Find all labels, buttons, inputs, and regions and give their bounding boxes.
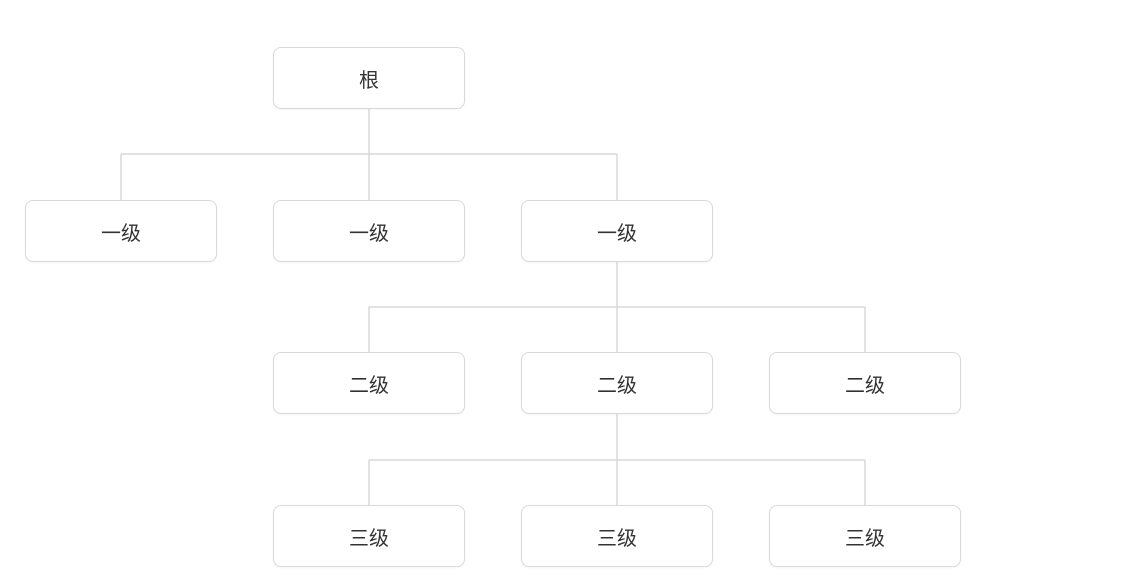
tree-node-level3-1[interactable]: 三级 bbox=[273, 505, 465, 567]
tree-node-label: 根 bbox=[359, 69, 379, 92]
tree-node-label: 三级 bbox=[349, 527, 389, 550]
tree-node-level2-3[interactable]: 二级 bbox=[769, 352, 961, 414]
tree-node-label: 二级 bbox=[349, 374, 389, 397]
tree-node-level1-1[interactable]: 一级 bbox=[25, 200, 217, 262]
connector-root-to-level1 bbox=[120, 109, 618, 200]
tree-node-level1-2[interactable]: 一级 bbox=[273, 200, 465, 262]
tree-node-label: 一级 bbox=[101, 222, 141, 245]
tree-node-root[interactable]: 根 bbox=[273, 47, 465, 109]
tree-node-label: 二级 bbox=[597, 374, 637, 397]
tree-node-label: 一级 bbox=[597, 222, 637, 245]
tree-node-label: 三级 bbox=[597, 527, 637, 550]
tree-node-level2-2[interactable]: 二级 bbox=[521, 352, 713, 414]
tree-node-level3-2[interactable]: 三级 bbox=[521, 505, 713, 567]
connector-level1-to-level2 bbox=[368, 262, 866, 352]
tree-node-label: 一级 bbox=[349, 222, 389, 245]
connector-level2-to-level3 bbox=[368, 414, 866, 505]
tree-node-level2-1[interactable]: 二级 bbox=[273, 352, 465, 414]
tree-node-label: 三级 bbox=[845, 527, 885, 550]
tree-node-label: 二级 bbox=[845, 374, 885, 397]
tree-node-level3-3[interactable]: 三级 bbox=[769, 505, 961, 567]
tree-node-level1-3[interactable]: 一级 bbox=[521, 200, 713, 262]
